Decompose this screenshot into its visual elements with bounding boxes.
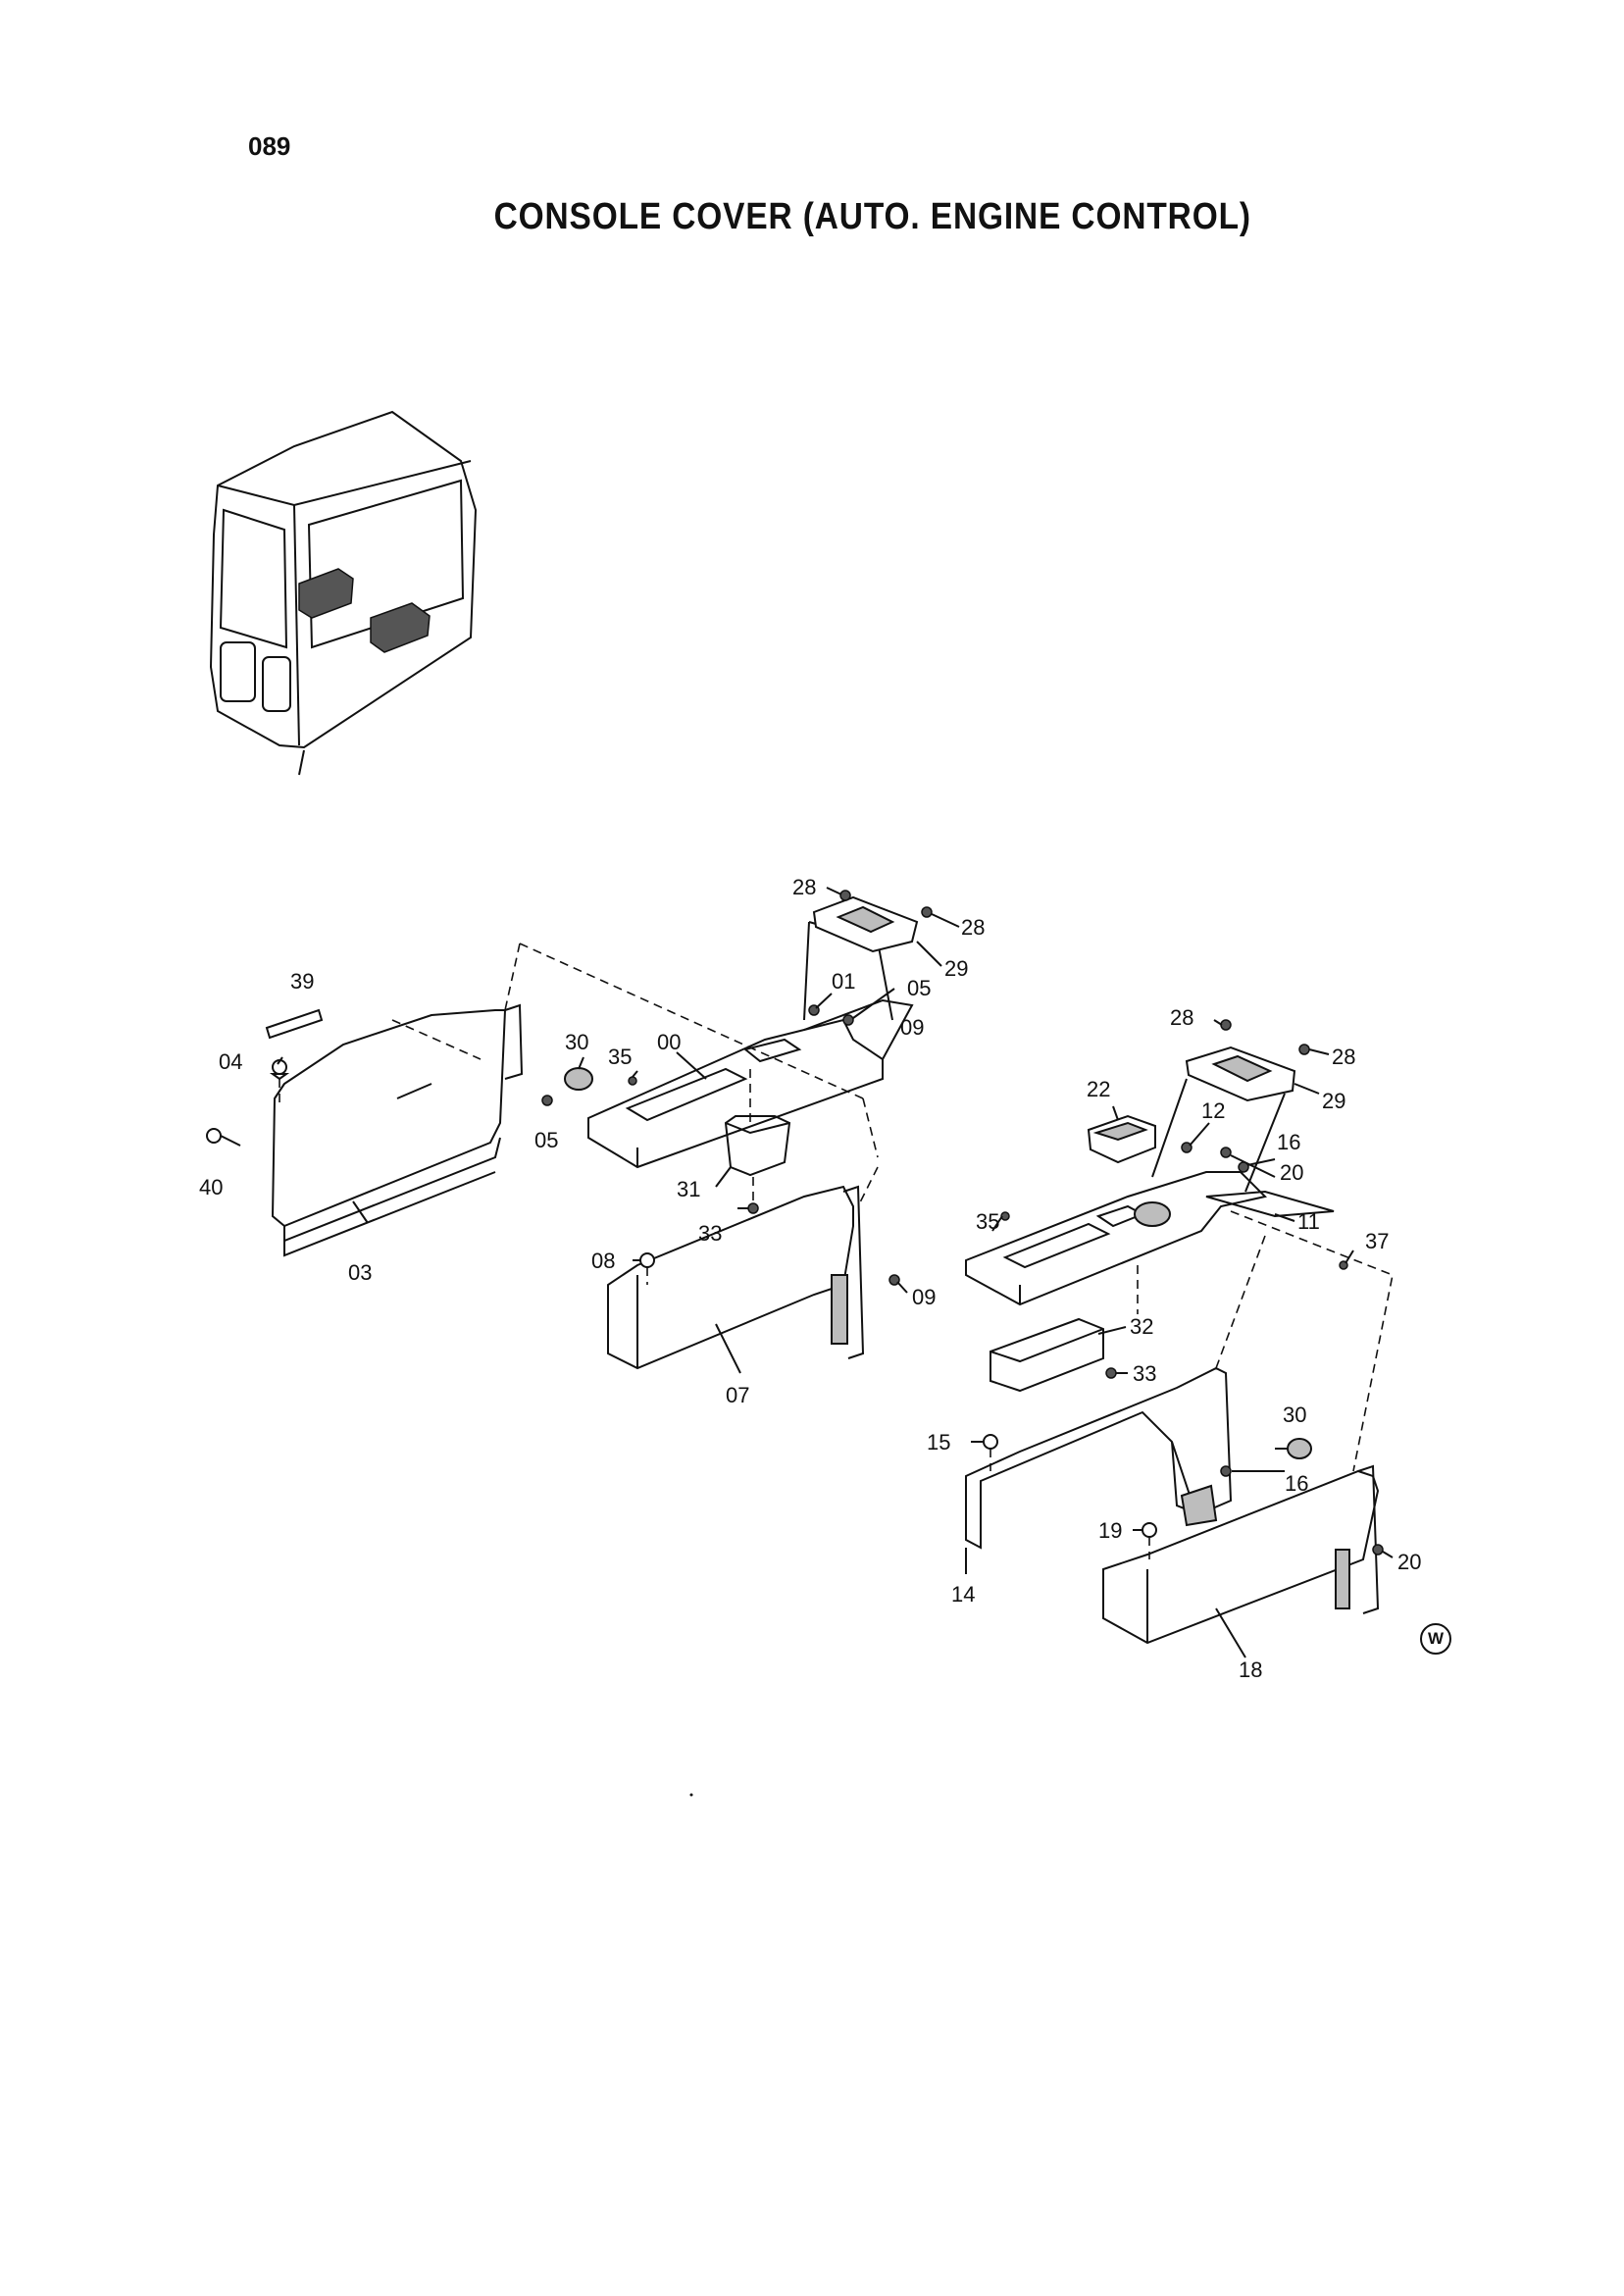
callout-14: 14 — [951, 1582, 975, 1607]
page-title: CONSOLE COVER (AUTO. ENGINE CONTROL) — [493, 196, 1251, 237]
callout-20-upper: 20 — [1280, 1160, 1303, 1185]
callout-11: 11 — [1297, 1209, 1320, 1234]
callout-18: 18 — [1239, 1658, 1262, 1682]
left-callout-labels: 39 04 40 03 30 35 00 05 28 28 29 01 05 0… — [199, 875, 985, 1407]
callout-16-lower: 16 — [1285, 1471, 1308, 1496]
callout-35-right: 35 — [976, 1209, 999, 1234]
cab-locator-illustration — [209, 410, 478, 776]
right-callout-labels: 28 28 29 22 12 20 16 35 11 37 32 33 30 1… — [927, 1005, 1421, 1682]
callout-29-left: 29 — [944, 956, 968, 981]
callout-16-upper: 16 — [1277, 1130, 1300, 1154]
callout-29-right: 29 — [1322, 1089, 1345, 1113]
callout-28-left-b: 28 — [961, 915, 985, 940]
callout-leaders — [277, 887, 1394, 1658]
callout-19: 19 — [1098, 1518, 1122, 1543]
callout-03: 03 — [348, 1260, 372, 1285]
callout-20-lower: 20 — [1397, 1550, 1421, 1574]
callout-33-left: 33 — [698, 1221, 722, 1246]
callout-22: 22 — [1087, 1077, 1110, 1101]
callout-04: 04 — [219, 1049, 242, 1074]
callout-08: 08 — [591, 1249, 615, 1273]
callout-32: 32 — [1130, 1314, 1153, 1339]
callout-00: 00 — [657, 1030, 681, 1054]
right-console-assembly — [965, 1019, 1394, 1645]
page-number: 089 — [248, 131, 291, 161]
callout-28-left-a: 28 — [792, 875, 816, 899]
callout-30-right: 30 — [1283, 1403, 1306, 1427]
callout-40: 40 — [199, 1175, 223, 1199]
callout-05-lower: 05 — [534, 1128, 558, 1152]
stray-dot — [689, 1793, 693, 1797]
callout-28-right-a: 28 — [1170, 1005, 1193, 1030]
callout-05-upper: 05 — [907, 976, 931, 1000]
callout-37: 37 — [1365, 1229, 1389, 1253]
callout-01: 01 — [832, 969, 855, 994]
callout-07: 07 — [726, 1383, 749, 1407]
callout-15: 15 — [927, 1430, 950, 1454]
callout-09-upper: 09 — [900, 1015, 924, 1040]
corner-w-mark: W — [1420, 1623, 1451, 1655]
callout-12: 12 — [1201, 1098, 1225, 1123]
callout-30: 30 — [565, 1030, 588, 1054]
callout-35: 35 — [608, 1045, 632, 1069]
callout-28-right-b: 28 — [1332, 1045, 1355, 1069]
callout-33-right: 33 — [1133, 1361, 1156, 1386]
callout-39: 39 — [290, 969, 314, 994]
left-console-assembly — [206, 890, 933, 1370]
callout-09-lower: 09 — [912, 1285, 936, 1309]
callout-31: 31 — [677, 1177, 700, 1201]
